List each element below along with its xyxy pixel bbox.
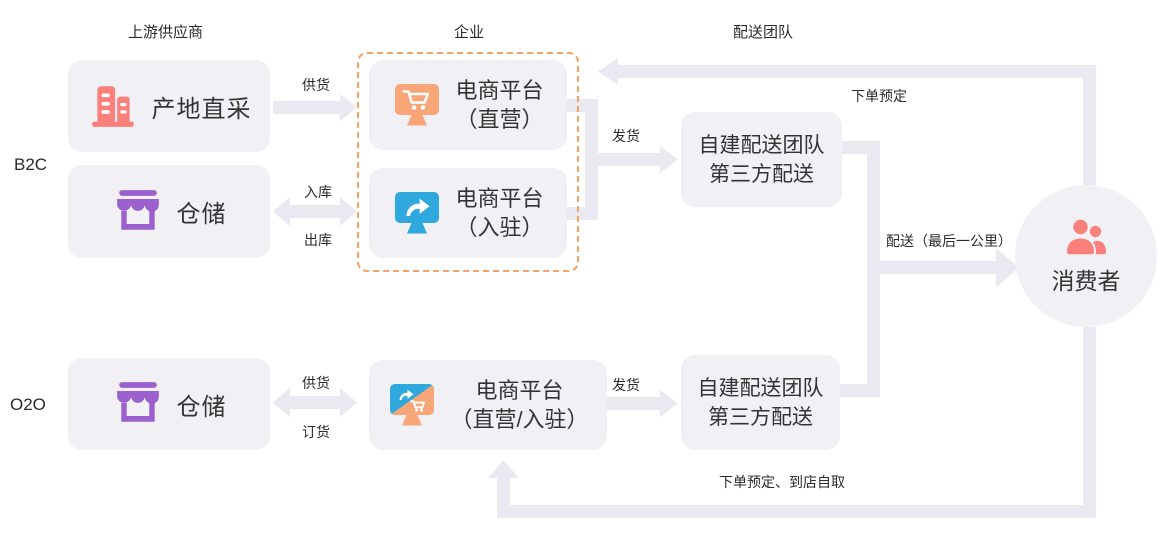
node-label-line1: 电商平台 [475, 378, 564, 403]
header-delivery-team: 配送团队 [733, 24, 794, 41]
node-source-purchase: 产地直采 [68, 60, 270, 152]
delivery-merge-bracket [840, 141, 880, 397]
edge-label-ship-b2c: 发货 [612, 128, 640, 144]
node-delivery-team-b2c: 自建配送团队 第三方配送 [681, 112, 842, 207]
node-label-line2: 第三方配送 [709, 162, 814, 186]
node-label-line1: 电商平台 [455, 186, 544, 211]
buildings-icon [87, 81, 139, 131]
monitor-split-icon [387, 382, 437, 428]
node-consumer: 消费者 [1015, 185, 1157, 327]
node-label-line1: 自建配送团队 [698, 133, 825, 157]
node-label-line1: 自建配送团队 [697, 376, 824, 400]
row-label-o2o: O2O [10, 395, 46, 414]
node-delivery-team-o2o: 自建配送团队 第三方配送 [681, 355, 840, 450]
edge-label-last-mile: 配送（最后一公里） [886, 233, 1012, 249]
header-enterprise: 企业 [454, 24, 485, 41]
monitor-arrow-icon [392, 190, 442, 236]
node-label-line2: （直营/入驻） [450, 407, 589, 432]
node-label-line1: 电商平台 [455, 78, 544, 103]
node-label: 自建配送团队 第三方配送 [698, 374, 824, 432]
edge-label-supply-b2c: 供货 [302, 77, 330, 93]
enterprise-dashed-group [357, 52, 579, 272]
node-label-line2: 第三方配送 [708, 405, 813, 429]
edge-label-outbound: 出库 [304, 232, 332, 248]
node-label: 自建配送团队 第三方配送 [699, 131, 825, 189]
node-warehouse-b2c: 仓储 [68, 165, 270, 258]
storefront-icon [112, 188, 164, 236]
node-ecom-direct: 电商平台 （直营） [369, 60, 567, 150]
node-warehouse-o2o: 仓储 [68, 358, 270, 450]
supply-arrow-b2c [273, 94, 357, 121]
node-ecom-settled: 电商平台 （入驻） [369, 168, 567, 258]
edge-label-order-reserve: 下单预定 [851, 88, 907, 104]
node-label: 消费者 [1051, 267, 1121, 294]
node-label: 电商平台 （直营） [455, 76, 543, 134]
monitor-cart-icon [392, 82, 442, 128]
ship-arrow-b2c [598, 146, 678, 173]
node-label: 电商平台 （直营/入驻） [450, 376, 588, 434]
node-label-line2: （入驻） [455, 215, 544, 240]
header-upstream-suppliers: 上游供应商 [128, 24, 204, 41]
order-return-arrow-top [598, 58, 1096, 185]
node-label: 电商平台 （入驻） [455, 184, 543, 242]
edge-label-inbound: 入库 [304, 184, 332, 200]
storefront-icon [112, 380, 164, 428]
node-label-line2: （直营） [455, 107, 544, 132]
edge-label-supply-o2o: 供货 [302, 375, 330, 391]
row-label-b2c: B2C [14, 155, 48, 174]
node-label: 仓储 [176, 201, 227, 228]
edge-label-order-pickup: 下单预定、到店自取 [719, 474, 845, 490]
node-label: 仓储 [176, 393, 227, 421]
edge-label-order-goods: 订货 [302, 424, 330, 440]
node-ecom-combined: 电商平台 （直营/入驻） [369, 360, 607, 450]
edge-label-ship-o2o: 发货 [612, 377, 640, 393]
node-label: 产地直采 [151, 95, 252, 123]
users-icon [1061, 217, 1111, 259]
last-mile-arrow [880, 248, 1019, 287]
